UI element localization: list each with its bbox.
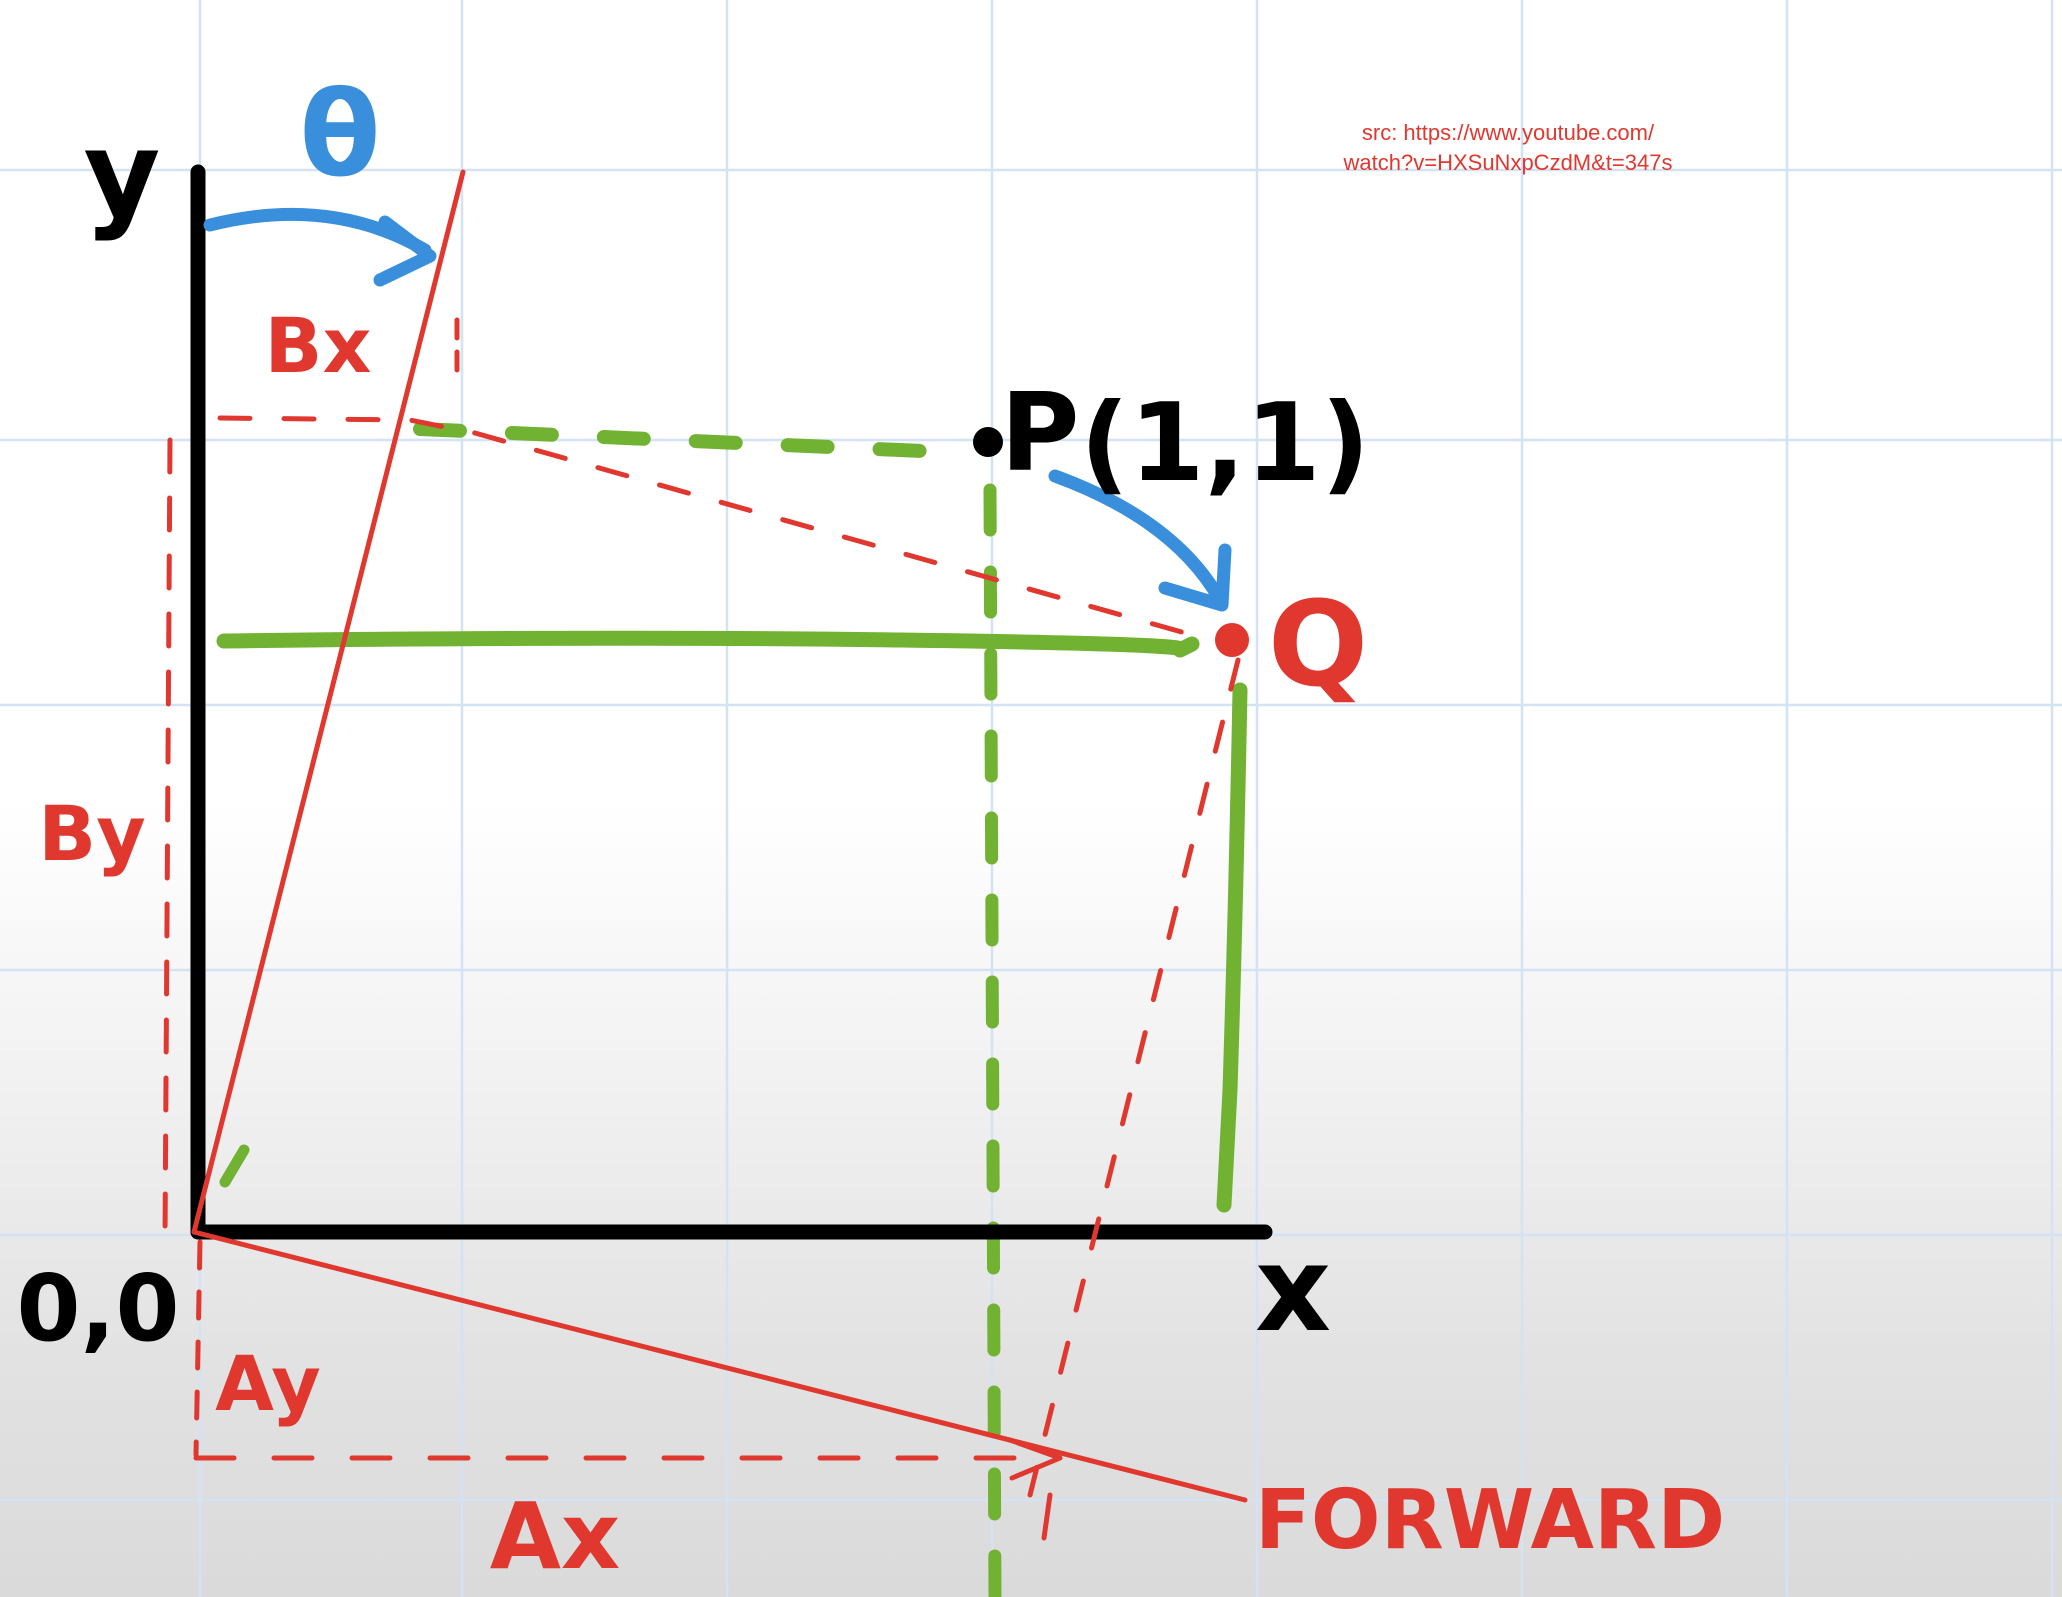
ax-end-tick xyxy=(1041,1492,1053,1541)
x-axis-label: x xyxy=(1255,1220,1331,1358)
origin-label: 0,0 xyxy=(17,1255,180,1362)
by-label: By xyxy=(38,789,145,878)
source-note-line-1: src: https://www.youtube.com/ xyxy=(1362,120,1655,145)
y-axis-label: y xyxy=(84,105,161,243)
p-to-q-arrow-head xyxy=(1158,543,1232,612)
ax-label: Ax xyxy=(490,1483,621,1590)
by-dashed-line xyxy=(162,437,173,1243)
theta-label: θ xyxy=(299,65,380,203)
ax-arrow-head xyxy=(1007,1437,1063,1481)
q-vertical-green-line xyxy=(1216,682,1248,1213)
p-vertical-green-dashed xyxy=(983,483,1002,1597)
point-p-coordinates: (1,1) xyxy=(1080,381,1370,506)
ay-label: Ay xyxy=(215,1339,321,1428)
q-dashed-projection xyxy=(1027,657,1241,1498)
p-to-q-rotation-arrow xyxy=(1048,469,1227,607)
forward-axis xyxy=(191,1229,1248,1503)
theta-arrow-head xyxy=(373,215,437,287)
forward-label: FORWARD xyxy=(1255,1473,1725,1568)
bx-label: Bx xyxy=(265,301,372,390)
point-q-dot xyxy=(1215,623,1249,657)
bx-dashed-line xyxy=(217,415,1213,643)
point-q-label: Q xyxy=(1268,575,1368,713)
source-note-line-2: watch?v=HXSuNxpCzdM&t=347s xyxy=(1343,150,1673,175)
point-p-dot xyxy=(973,427,1003,457)
p-horizontal-green-dashed xyxy=(413,422,952,459)
origin-green-tick xyxy=(219,1144,250,1188)
ay-dashed-line xyxy=(193,1239,203,1458)
point-p-label: P xyxy=(1000,371,1079,496)
rotated-y-axis xyxy=(191,169,466,1235)
q-horizontal-green-line xyxy=(216,630,1200,658)
